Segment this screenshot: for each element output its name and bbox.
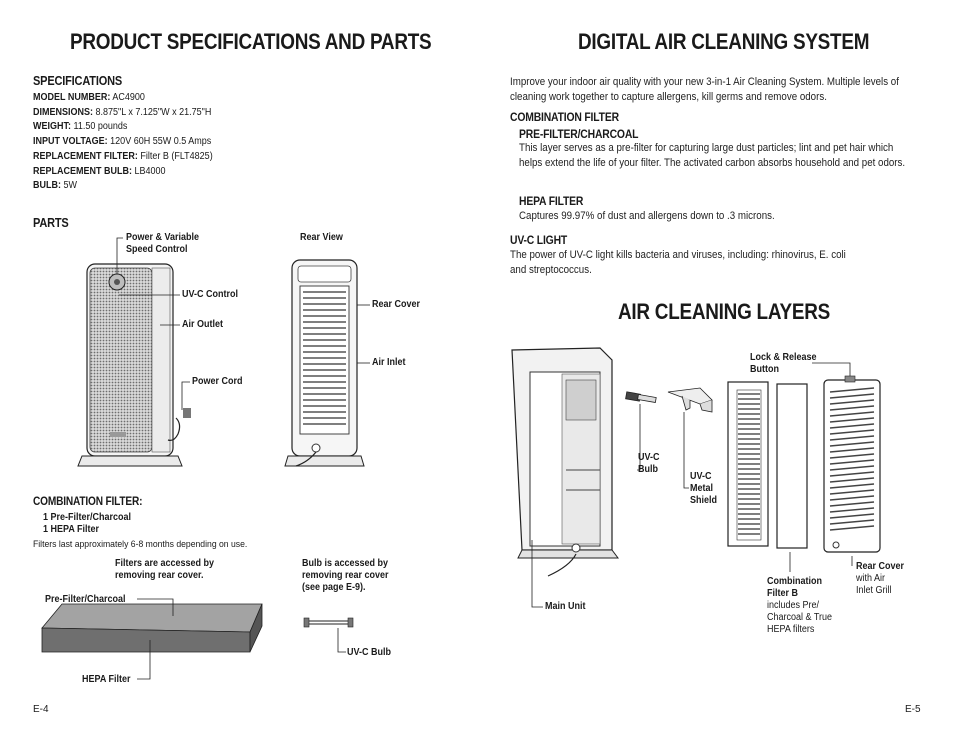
hepa-text: Captures 99.97% of dust and allergens do… [519, 210, 775, 222]
page-number-right: E-5 [905, 704, 921, 715]
label-main-unit: Main Unit [545, 601, 586, 612]
bulb-access-note: Bulb is accessed by removing rear cover … [302, 558, 389, 593]
label-uvc-bulb-left: UV-C Bulb [347, 647, 392, 658]
spec-model-number: MODEL NUMBER: AC4900 [33, 92, 145, 103]
spec-bulb: BULB: 5W [33, 180, 78, 192]
uvc-bulb-small-drawing [303, 617, 354, 653]
page-number-left: E-4 [33, 704, 49, 715]
spec-dimensions: DIMENSIONS: 8.875"L x 7.125"W x 21.75"H [33, 106, 212, 118]
label-air-inlet: Air Inlet [372, 357, 406, 368]
combination-filter-heading: COMBINATION FILTER: [33, 496, 143, 508]
combination-filter-title: COMBINATION FILTER [510, 110, 619, 124]
specifications-list: MODEL NUMBER: AC4900 DIMENSIONS: 8.875"L… [33, 91, 213, 194]
label-prefilter-charcoal: Pre-Filter/Charcoal [45, 594, 126, 605]
front-unit-drawing [77, 263, 191, 467]
label-uvc-metal-shield: UV-C Metal Shield [690, 471, 718, 506]
uvc-heading: UV-C LIGHT [510, 233, 568, 247]
label-uvc-control: UV-C Control [182, 289, 238, 300]
specifications-heading: SPECIFICATIONS [33, 74, 123, 88]
label-uvc-bulb-right: UV-C Bulb [638, 452, 660, 475]
hepa-heading: HEPA FILTER [519, 194, 584, 208]
prefilter-text: This layer serves as a pre-filter for ca… [519, 142, 906, 170]
spec-replacement-filter: REPLACEMENT FILTER: Filter B (FLT4825) [33, 150, 213, 162]
label-rear-cover: Rear Cover [372, 299, 421, 310]
parts-heading: PARTS [33, 216, 69, 230]
label-rear-view: Rear View [300, 232, 343, 243]
filter-life-note: Filters last approximately 6-8 months de… [33, 538, 248, 549]
prefilter-heading: PRE-FILTER/CHARCOAL [519, 127, 639, 141]
label-rear-cover-right: Rear Cover with Air Inlet Grill [856, 561, 905, 596]
spec-replacement-bulb: REPLACEMENT BULB: LB4000 [33, 165, 166, 177]
right-page-title: DIGITAL AIR CLEANING SYSTEM [578, 29, 870, 54]
left-page-title: PRODUCT SPECIFICATIONS AND PARTS [70, 29, 432, 54]
combination-filter-list: 1 Pre-Filter/Charcoal 1 HEPA Filter [43, 512, 132, 535]
label-air-outlet: Air Outlet [182, 319, 224, 330]
spec-input-voltage: INPUT VOLTAGE: 120V 60H 55W 0.5 Amps [33, 136, 212, 148]
label-lock-release: Lock & Release Button [750, 352, 817, 375]
label-combination-filter-b: Combination Filter B includes Pre/ Charc… [767, 576, 833, 635]
intro-paragraph: Improve your indoor air quality with you… [510, 76, 899, 104]
rear-unit-drawing [284, 259, 365, 467]
label-power-cord: Power Cord [192, 376, 243, 387]
label-hepa-filter: HEPA Filter [82, 674, 131, 685]
filter-pad-drawing [41, 598, 263, 680]
combination-filter-drawing [727, 381, 808, 572]
layers-title: AIR CLEANING LAYERS [618, 299, 831, 324]
filters-access-note: Filters are accessed by removing rear co… [115, 558, 215, 581]
label-power-speed: Power & Variable Speed Control [126, 232, 200, 255]
uvc-text: The power of UV-C light kills bacteria a… [510, 249, 846, 277]
spec-weight: WEIGHT: 11.50 pounds [33, 121, 128, 133]
rear-cover-drawing [812, 362, 881, 566]
main-unit-drawing [511, 347, 619, 608]
